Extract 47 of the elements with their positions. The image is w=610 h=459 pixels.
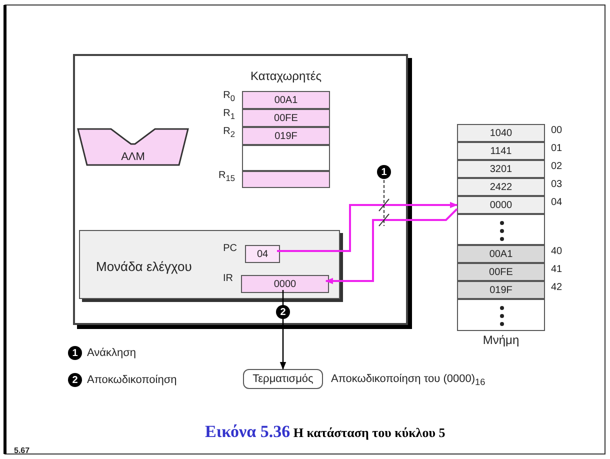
memory-word-cell: 00FE bbox=[457, 263, 545, 281]
address-label: 00 bbox=[551, 126, 562, 136]
memory-word-cell: 019F bbox=[457, 281, 545, 299]
register-cell bbox=[242, 171, 330, 188]
register-cell: 04 bbox=[245, 245, 280, 263]
memory-word-cell: 1141 bbox=[457, 142, 545, 160]
terminator-box: Τερματισμός bbox=[243, 369, 323, 389]
memory-heading: Μνήμη bbox=[482, 334, 520, 346]
register-name: R$_{1}$ bbox=[223, 109, 235, 120]
memory-word-cell: 1040 bbox=[457, 124, 545, 142]
register-name: R$_{15}$ bbox=[218, 170, 235, 182]
register-name: R$_{2}$ bbox=[223, 127, 235, 138]
register-cell: 00FE bbox=[242, 109, 330, 127]
address-label: 03 bbox=[551, 180, 562, 190]
address-label: 01 bbox=[551, 144, 562, 154]
memory-word-cell: 2422 bbox=[457, 178, 545, 196]
register-cell: 0000 bbox=[241, 275, 329, 293]
arrow bbox=[325, 208, 458, 284]
legend-text: Αποκωδικοποίηση bbox=[87, 373, 177, 387]
register-file-heading: Καταχωρητές bbox=[249, 70, 323, 82]
note-text: Αποκωδικοποίηση του (0000)$_{16}$ bbox=[331, 374, 486, 388]
address-label: 42 bbox=[551, 283, 562, 293]
register-cell: 00A1 bbox=[242, 91, 330, 109]
address-label: 40 bbox=[551, 247, 562, 257]
alu-label: ΑΛΜ bbox=[120, 152, 146, 163]
register-cell: 019F bbox=[242, 127, 330, 145]
register-name: IR bbox=[223, 274, 233, 284]
arrow bbox=[277, 202, 458, 252]
memory-word-cell: 00A1 bbox=[457, 245, 545, 263]
register-cell bbox=[242, 145, 330, 171]
memory-word-cell: 0000 bbox=[457, 196, 545, 214]
arrow bbox=[280, 290, 286, 370]
memory-word-cell: 3201 bbox=[457, 160, 545, 178]
figure-caption: Εικόνα 5.36 Η κατάσταση του κύκλου 5 bbox=[205, 422, 446, 442]
address-label: 02 bbox=[551, 162, 562, 172]
callout-number: 2 bbox=[68, 373, 82, 387]
memory-word-cell bbox=[457, 214, 545, 245]
callout-number: 1 bbox=[68, 346, 82, 360]
memory-word-cell bbox=[457, 299, 545, 331]
legend-text: Ανάκληση bbox=[87, 346, 136, 360]
unit-label: Μονάδα ελέγχου bbox=[96, 260, 192, 273]
control-unit-box bbox=[79, 230, 340, 299]
address-label: 41 bbox=[551, 265, 562, 275]
page-number: 5.67 bbox=[14, 446, 30, 455]
address-label: 04 bbox=[551, 198, 562, 208]
register-name: PC bbox=[223, 244, 237, 254]
register-name: R$_{0}$ bbox=[223, 91, 235, 102]
